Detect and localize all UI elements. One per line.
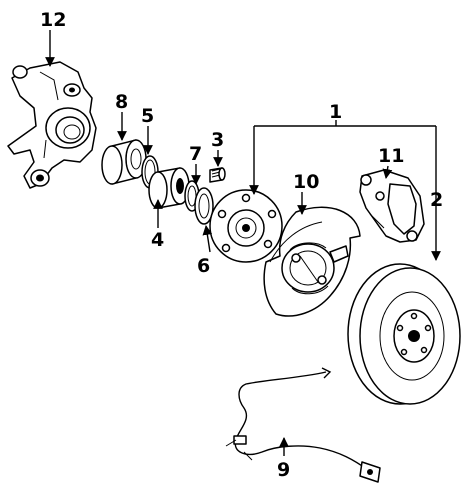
callout-2: 2 bbox=[430, 189, 443, 211]
spacer-ring bbox=[194, 187, 214, 225]
callout-4: 4 bbox=[151, 229, 164, 251]
callout-10: 10 bbox=[293, 171, 319, 193]
backing-plate bbox=[263, 206, 361, 317]
brake-caliper bbox=[359, 169, 425, 243]
abs-sensor-wire bbox=[225, 367, 381, 483]
callout-7: 7 bbox=[189, 143, 202, 165]
callout-6: 6 bbox=[197, 255, 210, 277]
callout-8: 8 bbox=[115, 91, 128, 113]
bearing-inner-race bbox=[148, 167, 190, 209]
hub-flange bbox=[209, 189, 283, 263]
callout-9: 9 bbox=[277, 459, 290, 481]
callout-5: 5 bbox=[141, 105, 154, 127]
callout-3: 3 bbox=[211, 129, 224, 151]
callout-numbers: 12 8 5 3 7 4 6 1 10 11 2 9 bbox=[40, 9, 443, 481]
callout-11: 11 bbox=[378, 145, 404, 167]
callout-12: 12 bbox=[40, 9, 66, 31]
wheel-stud bbox=[209, 167, 226, 183]
steering-knuckle bbox=[7, 61, 97, 189]
callout-1: 1 bbox=[329, 101, 342, 123]
hub-bearing bbox=[101, 139, 147, 185]
leader-lines bbox=[45, 30, 441, 456]
brake-rotor bbox=[347, 263, 461, 405]
